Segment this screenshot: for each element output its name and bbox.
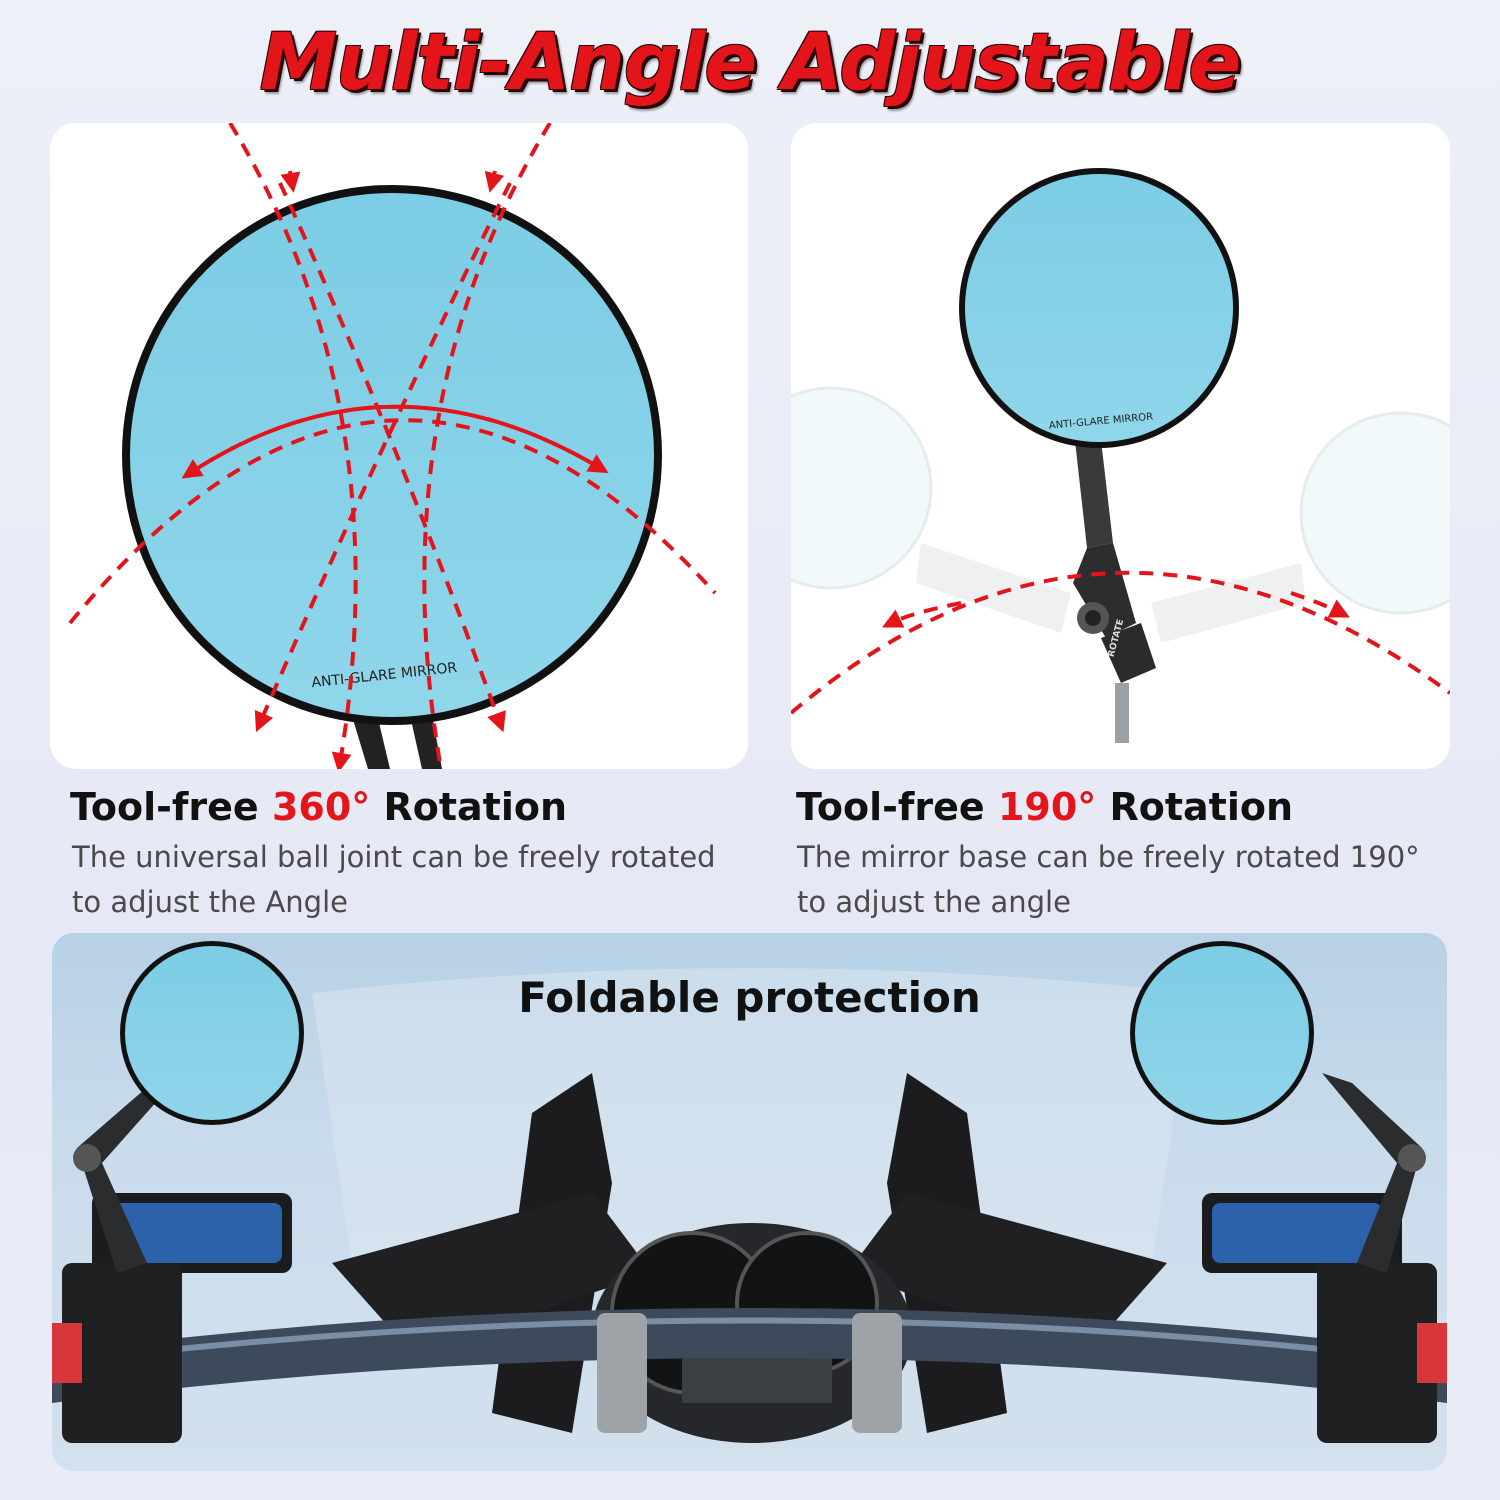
mirror-190-image: ANTI-GLARE MIRROR ROTATE — [791, 123, 1450, 769]
feature-right-title: Tool-free 190° Rotation — [796, 785, 1294, 829]
foldable-protection-image: Foldable protection — [52, 933, 1447, 1471]
rotation-arrow-icon — [791, 570, 1450, 715]
feature-left-description: The universal ball joint can be freely r… — [72, 840, 716, 919]
mirror-360-image: ANTI-GLARE MIRROR — [50, 123, 748, 769]
page-title: Multi-Angle Adjustable — [259, 18, 1242, 108]
feature-right-description: The mirror base can be freely rotated 19… — [797, 840, 1420, 919]
foldable-protection-title: Foldable protection — [518, 973, 981, 1022]
rotation-arrow-icon — [68, 123, 717, 769]
feature-left-title: Tool-free 360° Rotation — [70, 785, 568, 829]
